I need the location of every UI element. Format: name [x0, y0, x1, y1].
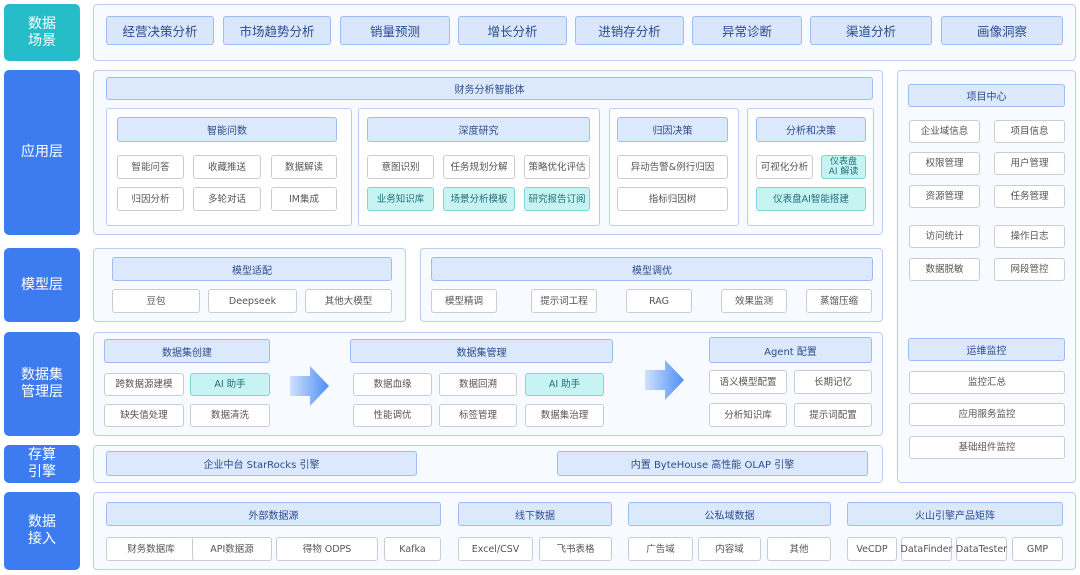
bytehouse-engine[interactable]: 内置 ByteHouse 高性能 OLAP 引擎: [557, 451, 868, 476]
project-center-item[interactable]: 网段管控: [994, 258, 1065, 281]
project-center-item[interactable]: 权限管理: [909, 152, 980, 175]
scenario-item[interactable]: 进销存分析: [575, 16, 684, 45]
model-tune-item[interactable]: RAG: [626, 289, 692, 313]
analysis-item[interactable]: 仪表盘 AI 解读: [821, 155, 866, 179]
starrocks-engine[interactable]: 企业中台 StarRocks 引擎: [106, 451, 417, 476]
scenario-item[interactable]: 增长分析: [458, 16, 567, 45]
smart-qa-item[interactable]: 多轮对话: [193, 187, 261, 211]
dataset-manage-header: 数据集管理: [350, 339, 613, 363]
dataset-manage-item[interactable]: 数据血缘: [353, 373, 432, 396]
dataset-create-header: 数据集创建: [104, 339, 270, 363]
dataset-create-item[interactable]: AI 助手: [190, 373, 270, 396]
volcano-matrix-item[interactable]: GMP: [1012, 537, 1063, 561]
model-tune-item[interactable]: 提示词工程: [531, 289, 597, 313]
model-adapt-item[interactable]: Deepseek: [208, 289, 297, 313]
offline-data-item[interactable]: Excel/CSV: [458, 537, 533, 561]
ops-monitor-item[interactable]: 监控汇总: [909, 371, 1065, 394]
scenario-item[interactable]: 销量预测: [340, 16, 450, 45]
ops-monitor-item[interactable]: 基础组件监控: [909, 436, 1065, 459]
external-source-item[interactable]: 财务数据库: [106, 537, 196, 561]
dataset-create-item[interactable]: 跨数据源建模: [104, 373, 184, 396]
scenario-item[interactable]: 市场趋势分析: [223, 16, 331, 45]
model-tune-item[interactable]: 模型精调: [431, 289, 497, 313]
project-center-item[interactable]: 项目信息: [994, 120, 1065, 143]
attribution-item[interactable]: 异动告警&例行归因: [617, 155, 728, 179]
dataset-manage-item[interactable]: AI 助手: [525, 373, 604, 396]
deep-research-header: 深度研究: [367, 117, 590, 142]
agent-config-item[interactable]: 分析知识库: [709, 403, 787, 427]
project-center-item[interactable]: 数据脱敏: [909, 258, 980, 281]
smart-qa-header: 智能问数: [117, 117, 337, 142]
dataset-manage-item[interactable]: 数据回溯: [439, 373, 517, 396]
dataset-manage-item[interactable]: 标签管理: [439, 404, 517, 427]
model-adapt-item[interactable]: 豆包: [112, 289, 200, 313]
deep-research-item[interactable]: 策略优化评估: [524, 155, 590, 179]
project-center-header: 项目中心: [908, 84, 1065, 107]
agent-config-item[interactable]: 语义模型配置: [709, 370, 787, 394]
agent-config-item[interactable]: 长期记忆: [794, 370, 872, 394]
domain-data-header: 公私域数据: [628, 502, 831, 526]
layer-label-compute: 存算 引擎: [4, 445, 80, 483]
model-tune-item[interactable]: 蒸馏压缩: [806, 289, 872, 313]
domain-data-item[interactable]: 其他: [767, 537, 831, 561]
offline-data-item[interactable]: 飞书表格: [539, 537, 612, 561]
arrow-right-icon: [645, 360, 684, 400]
finance-agent-header: 财务分析智能体: [106, 77, 873, 100]
agent-config-header: Agent 配置: [709, 337, 872, 363]
deep-research-item[interactable]: 任务规划分解: [443, 155, 515, 179]
analysis-item[interactable]: 可视化分析: [756, 155, 813, 179]
smart-qa-item[interactable]: 数据解读: [271, 155, 337, 179]
layer-label-application: 应用层: [4, 70, 80, 235]
attribution-item[interactable]: 指标归因树: [617, 187, 728, 211]
scenario-item[interactable]: 经营决策分析: [106, 16, 214, 45]
dataset-create-item[interactable]: 缺失值处理: [104, 404, 184, 427]
domain-data-item[interactable]: 内容域: [698, 537, 761, 561]
project-center-item[interactable]: 用户管理: [994, 152, 1065, 175]
project-center-item[interactable]: 访问统计: [909, 225, 980, 248]
layer-label-scenarios: 数据 场景: [4, 4, 80, 61]
layer-label-model: 模型层: [4, 248, 80, 322]
smart-qa-item[interactable]: 归因分析: [117, 187, 184, 211]
volcano-matrix-item[interactable]: DataFinder: [901, 537, 952, 561]
scenario-item[interactable]: 画像洞察: [941, 16, 1063, 45]
deep-research-item[interactable]: 业务知识库: [367, 187, 434, 211]
deep-research-item[interactable]: 场景分析模板: [443, 187, 515, 211]
project-center-item[interactable]: 任务管理: [994, 185, 1065, 208]
deep-research-item[interactable]: 研究报告订阅: [524, 187, 590, 211]
volcano-matrix-item[interactable]: VeCDP: [847, 537, 897, 561]
scenario-item[interactable]: 渠道分析: [810, 16, 932, 45]
deep-research-item[interactable]: 意图识别: [367, 155, 434, 179]
smart-qa-item[interactable]: IM集成: [271, 187, 337, 211]
attribution-header: 归因决策: [617, 117, 728, 142]
external-source-item[interactable]: API数据源: [192, 537, 272, 561]
project-center-item[interactable]: 资源管理: [909, 185, 980, 208]
domain-data-item[interactable]: 广告域: [628, 537, 693, 561]
arrow-right-icon: [290, 366, 329, 406]
dataset-create-item[interactable]: 数据清洗: [190, 404, 270, 427]
volcano-matrix-item[interactable]: DataTester: [956, 537, 1007, 561]
scenario-item[interactable]: 异常诊断: [692, 16, 802, 45]
project-center-item[interactable]: 企业域信息: [909, 120, 980, 143]
analysis-item[interactable]: 仪表盘AI智能搭建: [756, 187, 866, 211]
model-adapt-header: 模型适配: [112, 257, 392, 281]
ops-monitor-header: 运维监控: [908, 338, 1065, 361]
agent-config-item[interactable]: 提示词配置: [794, 403, 872, 427]
layer-label-dataset: 数据集 管理层: [4, 332, 80, 436]
dataset-manage-item[interactable]: 数据集治理: [525, 404, 604, 427]
model-tune-header: 模型调优: [431, 257, 873, 281]
model-adapt-item[interactable]: 其他大模型: [305, 289, 392, 313]
project-center-item[interactable]: 操作日志: [994, 225, 1065, 248]
external-source-item[interactable]: 得物 ODPS: [276, 537, 378, 561]
analysis-header: 分析和决策: [756, 117, 866, 142]
offline-data-header: 线下数据: [458, 502, 612, 526]
volcano-matrix-header: 火山引擎产品矩阵: [847, 502, 1063, 526]
smart-qa-item[interactable]: 智能问答: [117, 155, 184, 179]
dataset-manage-item[interactable]: 性能调优: [353, 404, 432, 427]
external-source-header: 外部数据源: [106, 502, 441, 526]
layer-label-ingest: 数据 接入: [4, 492, 80, 570]
smart-qa-item[interactable]: 收藏推送: [193, 155, 261, 179]
ops-monitor-item[interactable]: 应用服务监控: [909, 403, 1065, 426]
model-tune-item[interactable]: 效果监测: [721, 289, 787, 313]
external-source-item[interactable]: Kafka: [384, 537, 441, 561]
